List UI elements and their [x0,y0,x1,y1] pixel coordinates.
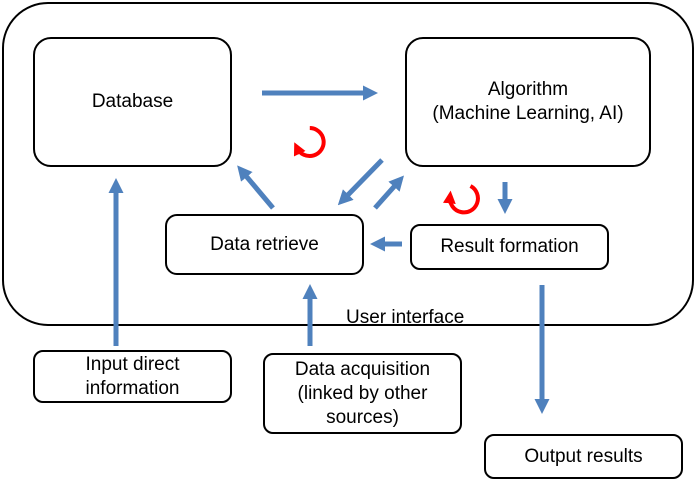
output-results-label: Output results [524,445,643,467]
cycle-icon-lower [443,184,480,215]
input-direct-information-label: Input direct information [85,353,180,399]
cycle-icon-upper [293,126,326,158]
data-acquisition-label: Data acquisition (linked by other source… [294,358,431,428]
arrow-retrieve-to-database [237,165,275,210]
arrow-algorithm-to-retrieve [337,158,384,206]
arrow-retrieve-to-algorithm [373,175,404,210]
result-formation-label: Result formation [440,236,579,257]
user-interface-label: User interface [346,307,465,328]
data-retrieve-box: Data retrieve [165,214,364,275]
data-acquisition-box: Data acquisition (linked by other source… [263,353,462,434]
data-retrieve-label: Data retrieve [210,233,319,255]
result-formation-box: Result formation [410,224,609,270]
algorithm-box: Algorithm (Machine Learning, AI) [405,37,651,167]
algorithm-label: Algorithm (Machine Learning, AI) [432,79,624,124]
database-label: Database [91,91,174,112]
output-results-box: Output results [484,434,683,479]
database-box: Database [33,37,232,167]
input-direct-information-box: Input direct information [33,350,232,403]
